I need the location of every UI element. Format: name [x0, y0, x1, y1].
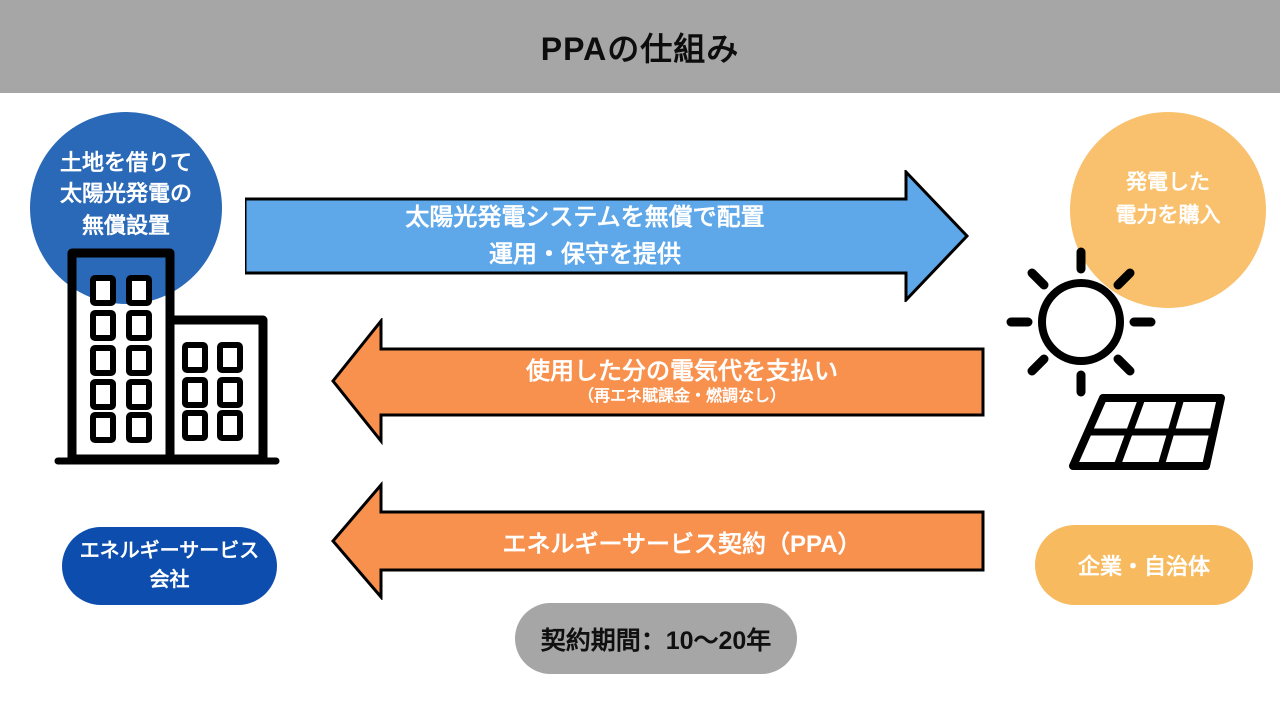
provider-role-circle: 土地を借りて 太陽光発電の 無償設置	[30, 112, 222, 304]
office-buildings-icon	[54, 248, 280, 465]
company-municipality-text: 企業・自治体	[1077, 554, 1210, 579]
left-arrow-shape	[331, 480, 985, 600]
system-provision-arrow: 太陽光発電システムを無償で配置 運用・保守を提供	[245, 170, 970, 302]
provider-role-line: 太陽光発電の	[59, 181, 192, 207]
company-municipality-badge: 企業・自治体	[1035, 525, 1253, 605]
page-title: PPAの仕組み	[540, 30, 740, 67]
title-bar: PPAの仕組み	[0, 0, 1280, 93]
right-arrow-shape	[245, 170, 970, 302]
consumer-role-circle: 発電した 電力を購入	[1070, 112, 1266, 308]
arrow-subtext-line: （再エネ賦課金・燃調なし）	[577, 388, 786, 406]
contract-period-text: 契約期間：10〜20年	[540, 626, 772, 655]
electricity-payment-label: 使用した分の電気代を支払い （再エネ賦課金・燃調なし）	[381, 349, 983, 415]
arrow-text-line: 太陽光発電システムを無償で配置	[405, 203, 765, 231]
electricity-payment-arrow: 使用した分の電気代を支払い （再エネ賦課金・燃調なし）	[330, 318, 985, 445]
provider-role-line: 無償設置	[81, 212, 170, 238]
solar-panel-icon	[1069, 394, 1225, 470]
ppa-contract-arrow: エネルギーサービス契約（PPA）	[330, 480, 985, 600]
energy-icons	[1006, 247, 1225, 470]
consumer-role-text: 発電した 電力を購入	[1116, 167, 1221, 232]
energy-service-company-badge: エネルギーサービス 会社	[62, 527, 277, 605]
provider-role-text: 土地を借りて 太陽光発電の 無償設置	[60, 147, 192, 241]
arrow-text-line: 使用した分の電気代を支払い	[526, 358, 838, 386]
arrow-text-line: エネルギーサービス契約（PPA）	[502, 530, 862, 558]
badge-line: 会社	[149, 569, 190, 591]
badge-line: エネルギーサービス	[79, 540, 260, 562]
arrow-text-line: 運用・保守を提供	[489, 241, 681, 268]
consumer-role-line: 電力を購入	[1115, 204, 1221, 227]
left-arrow-shape	[331, 318, 985, 445]
contract-period-badge: 契約期間：10〜20年	[515, 603, 797, 674]
ppa-contract-label: エネルギーサービス契約（PPA）	[381, 512, 983, 570]
system-provision-label: 太陽光発電システムを無償で配置 運用・保守を提供	[245, 198, 925, 274]
provider-role-line: 土地を借りて	[59, 150, 192, 176]
consumer-role-line: 発電した	[1126, 171, 1210, 195]
sun-icon	[1006, 247, 1156, 397]
energy-service-company-text: エネルギーサービス 会社	[80, 537, 260, 595]
